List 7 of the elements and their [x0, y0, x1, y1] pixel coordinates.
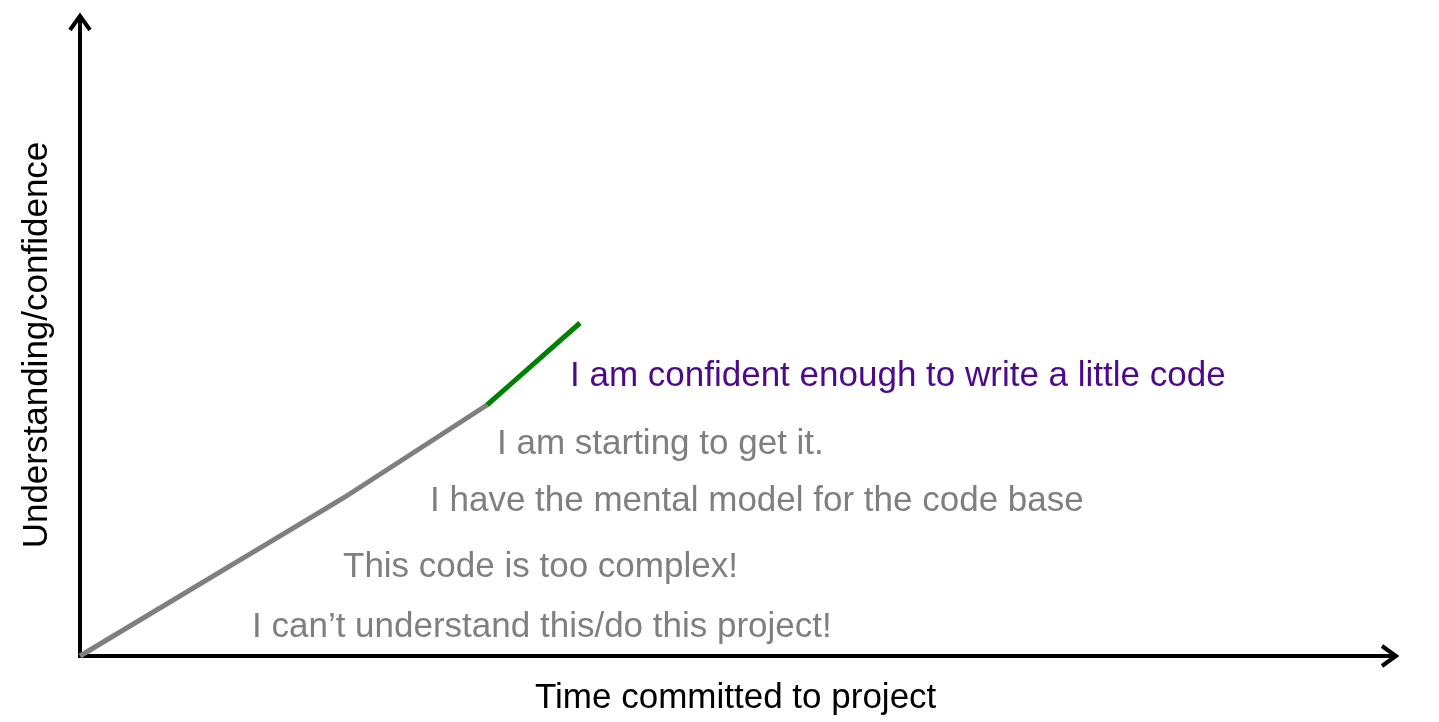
annotation-text: I can’t understand this/do this project!	[252, 605, 832, 645]
x-axis-label: Time committed to project	[535, 676, 937, 716]
y-axis-label: Understanding/confidence	[14, 141, 55, 549]
annotation-text: I have the mental model for the code base	[430, 479, 1084, 519]
annotation-text: This code is too complex!	[343, 545, 738, 585]
annotation-text: I am starting to get it.	[497, 422, 824, 462]
annotation-text: I am confident enough to write a little code	[570, 354, 1226, 394]
